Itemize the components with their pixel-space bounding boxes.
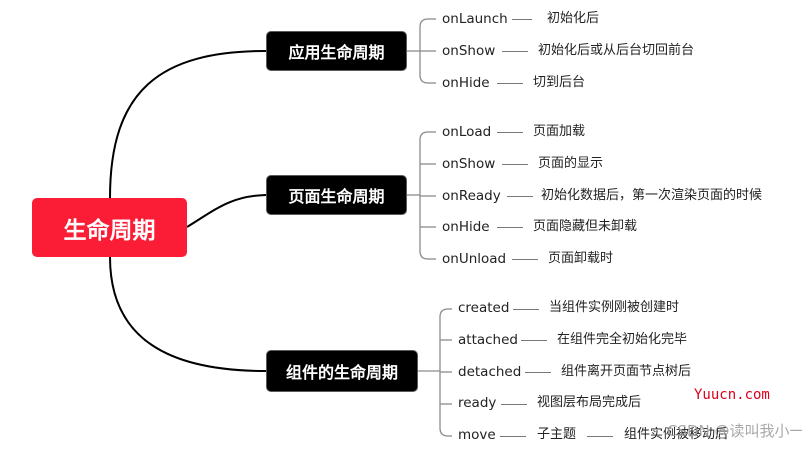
category-label: 组件的生命周期 xyxy=(285,363,398,382)
item-connector xyxy=(497,227,523,228)
watermark-csdn: CSDN @读叫我小一 xyxy=(667,422,802,440)
item-connector xyxy=(502,51,528,52)
item-label[interactable]: onReady xyxy=(442,188,501,204)
item-desc: 组件离开页面节点树后 xyxy=(561,364,692,379)
item-desc: 在组件完全初始化完毕 xyxy=(557,332,688,347)
item-label[interactable]: move xyxy=(458,427,496,443)
item-label[interactable]: detached xyxy=(458,364,522,380)
item-connector xyxy=(525,372,551,373)
item-connector xyxy=(512,259,538,260)
item-connector xyxy=(512,19,532,20)
item-connector xyxy=(497,132,523,133)
branch-root-to-page xyxy=(186,194,267,228)
item-connector xyxy=(513,309,539,310)
item-desc: 初始化数据后，第一次渲染页面的时候 xyxy=(541,188,763,203)
item-label[interactable]: onUnload xyxy=(442,251,507,267)
watermark-site: Yuucn.com xyxy=(694,387,770,403)
item-connector xyxy=(507,196,533,197)
item-label[interactable]: onLoad xyxy=(442,124,492,140)
item-label[interactable]: onHide xyxy=(442,75,490,91)
root-label: 生命周期 xyxy=(63,217,156,244)
item-label[interactable]: onShow xyxy=(442,156,496,172)
item-label[interactable]: onShow xyxy=(442,43,496,59)
category-label: 应用生命周期 xyxy=(288,43,385,62)
item-desc: 页面加载 xyxy=(533,124,586,139)
item-label[interactable]: onHide xyxy=(442,219,490,235)
item-label[interactable]: attached xyxy=(458,332,518,348)
item-desc: 切到后台 xyxy=(533,75,586,90)
category-node-component[interactable]: 组件的生命周期 xyxy=(266,350,418,392)
branch-root-to-app xyxy=(109,50,267,199)
item-desc: 页面的显示 xyxy=(538,156,604,171)
item-connector xyxy=(502,164,528,165)
item-connector xyxy=(497,83,523,84)
category-node-app[interactable]: 应用生命周期 xyxy=(266,31,407,71)
item-connector xyxy=(501,404,527,405)
item-connector xyxy=(500,436,526,437)
item-label[interactable]: created xyxy=(458,300,510,316)
item-desc: 页面隐藏但未卸载 xyxy=(533,219,638,234)
item-extra-desc: 组件实例被移动后 xyxy=(624,427,729,442)
category-node-page[interactable]: 页面生命周期 xyxy=(266,175,407,215)
root-node[interactable]: 生命周期 xyxy=(32,198,187,257)
item-connector xyxy=(521,340,547,341)
item-desc: 当组件实例刚被创建时 xyxy=(549,300,680,315)
item-connector xyxy=(587,436,613,437)
item-label[interactable]: ready xyxy=(458,395,497,411)
item-desc: 初始化后 xyxy=(547,11,600,26)
branch-root-to-component xyxy=(109,256,267,372)
item-desc: 子主题 xyxy=(537,427,577,442)
item-label[interactable]: onLaunch xyxy=(442,11,508,27)
item-desc: 页面卸载时 xyxy=(548,251,614,266)
item-desc: 初始化后或从后台切回前台 xyxy=(538,43,695,58)
category-label: 页面生命周期 xyxy=(288,187,385,206)
item-desc: 视图层布局完成后 xyxy=(537,395,642,410)
